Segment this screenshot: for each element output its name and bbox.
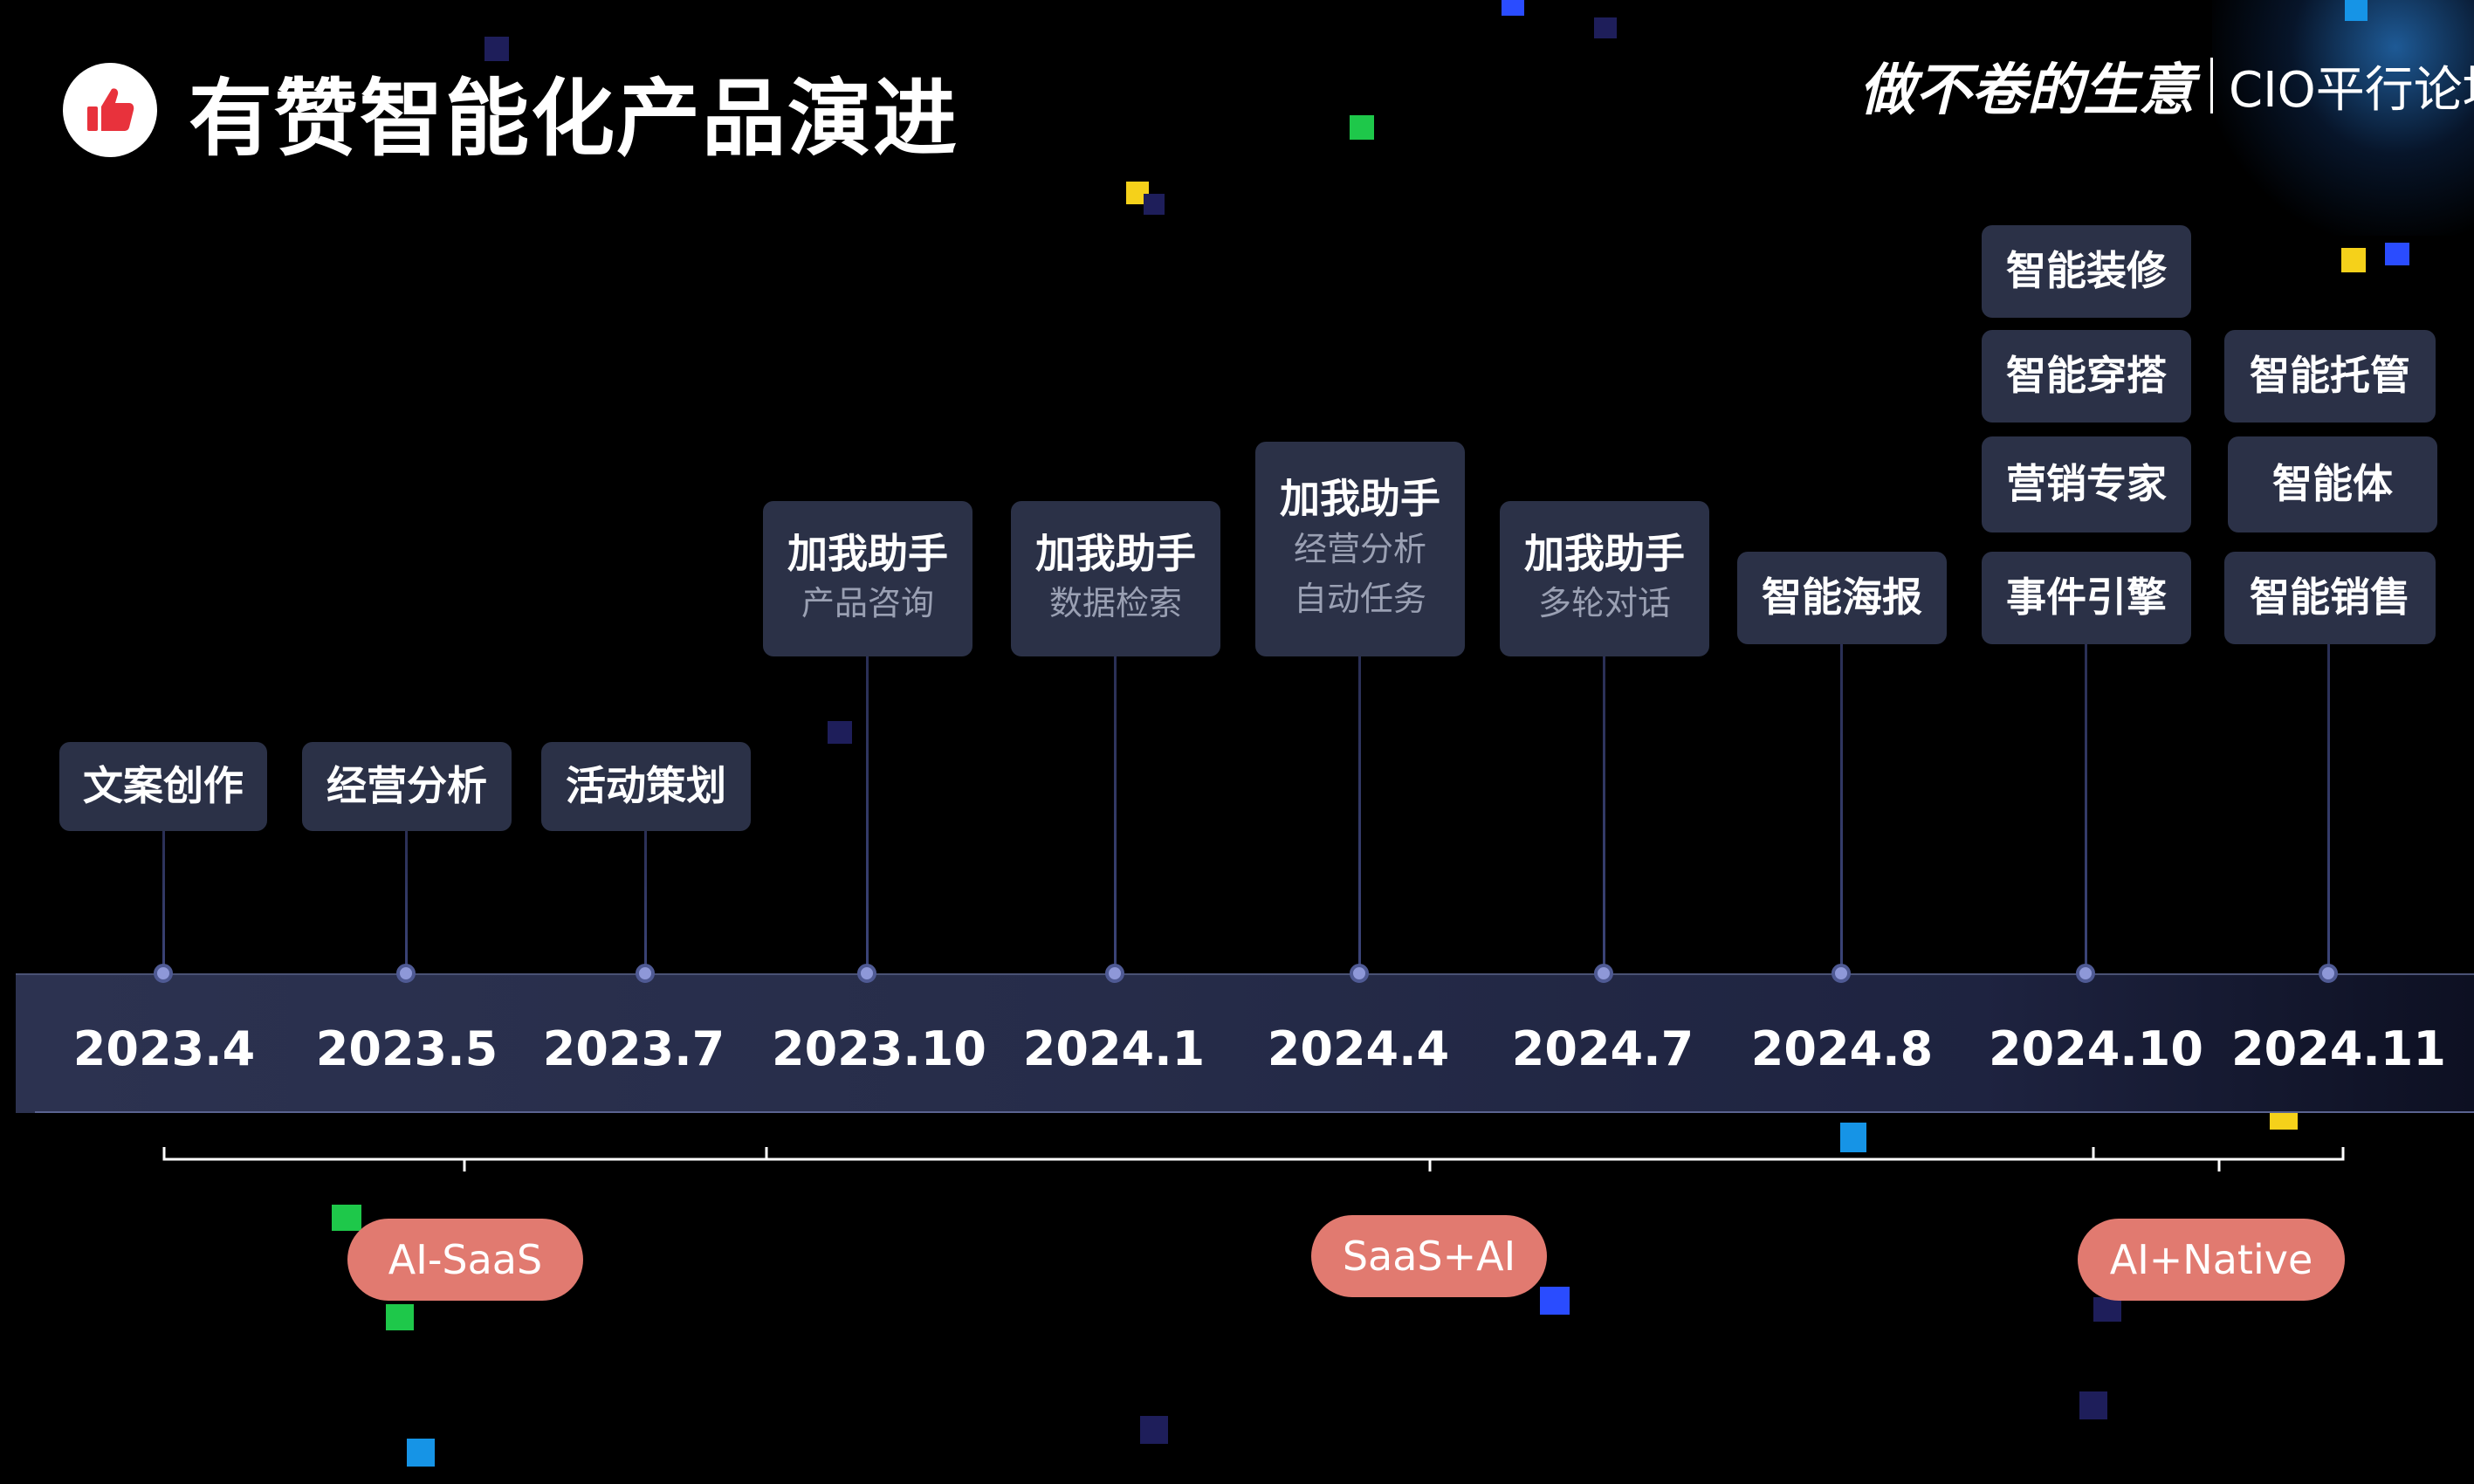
- page-title: 有赞智能化产品演进: [189, 70, 959, 168]
- card-subtitle: 数据检索: [1048, 584, 1182, 623]
- deco-square: [2341, 248, 2366, 272]
- feature-card: 加我助手 产品咨询: [763, 501, 972, 656]
- milestone-dot: [2319, 964, 2338, 983]
- deco-square: [332, 1205, 361, 1231]
- card-title: 活动策划: [566, 762, 726, 810]
- feature-card: 营销专家: [1982, 436, 2191, 532]
- milestone-stem: [1358, 656, 1361, 973]
- phase-bracket-saas-ai: [765, 1147, 2095, 1171]
- milestone-stem: [1603, 656, 1605, 973]
- milestone-dot: [154, 964, 173, 983]
- brand-main: 做不卷的生意: [1859, 58, 2195, 123]
- card-title: 加我助手: [787, 529, 948, 577]
- deco-square: [2093, 1297, 2121, 1322]
- timeline-date: 2024.1: [1022, 1021, 1206, 1076]
- feature-card: 经营分析: [302, 742, 512, 831]
- milestone-stem: [866, 656, 869, 973]
- feature-card: 活动策划: [541, 742, 751, 831]
- milestone-stem: [162, 831, 165, 973]
- deco-square: [1594, 17, 1617, 38]
- feature-card: 事件引擎: [1982, 552, 2191, 644]
- feature-card: 加我助手 经营分析 自动任务: [1255, 442, 1465, 656]
- milestone-dot: [396, 964, 416, 983]
- timeline-underline: [35, 1111, 2474, 1113]
- card-title: 营销专家: [2006, 460, 2167, 508]
- brand-sub: CIO平行论坛: [2229, 61, 2474, 119]
- deco-square: [407, 1439, 435, 1467]
- deco-square: [1144, 194, 1165, 215]
- deco-square: [386, 1304, 414, 1330]
- deco-square: [1540, 1287, 1570, 1315]
- timeline-date: 2023.10: [772, 1021, 986, 1076]
- feature-card: 文案创作: [59, 742, 267, 831]
- timeline-band: [16, 973, 2474, 1113]
- milestone-dot: [857, 964, 876, 983]
- milestone-stem: [644, 831, 647, 973]
- feature-card: 智能穿搭: [1982, 330, 2191, 423]
- timeline-date: 2024.8: [1750, 1021, 1934, 1076]
- deco-square: [484, 37, 509, 61]
- milestone-dot: [2076, 964, 2095, 983]
- feature-card: 智能装修: [1982, 225, 2191, 318]
- milestone-dot: [636, 964, 655, 983]
- card-title: 智能穿搭: [2006, 352, 2167, 400]
- deco-square: [2079, 1391, 2107, 1419]
- feature-card: 智能体: [2228, 436, 2437, 532]
- milestone-stem: [1114, 656, 1117, 973]
- phase-label: AI+Native: [2078, 1219, 2345, 1301]
- card-title: 经营分析: [326, 762, 487, 810]
- card-title: 加我助手: [1524, 529, 1685, 577]
- feature-card: 智能销售: [2224, 552, 2436, 644]
- card-title: 智能托管: [2250, 352, 2410, 400]
- card-subtitle: 多轮对话: [1537, 584, 1671, 623]
- phase-bracket-ai-saas: [162, 1147, 768, 1171]
- logo: [63, 63, 157, 157]
- card-subtitle: 经营分析: [1293, 529, 1426, 568]
- card-title: 智能装修: [2006, 247, 2167, 295]
- card-title: 加我助手: [1035, 529, 1196, 577]
- timeline-date: 2023.7: [542, 1021, 725, 1076]
- card-title: 加我助手: [1280, 475, 1440, 523]
- timeline-date: 2024.11: [2231, 1021, 2446, 1076]
- card-title: 事件引擎: [2006, 574, 2167, 622]
- milestone-stem: [405, 831, 408, 973]
- deco-square: [828, 721, 852, 744]
- card-title: 智能销售: [2250, 574, 2410, 622]
- timeline-date: 2024.4: [1267, 1021, 1450, 1076]
- timeline-date: 2024.7: [1511, 1021, 1694, 1076]
- thumbs-up-icon: [87, 88, 134, 131]
- card-title: 智能体: [2272, 460, 2393, 508]
- deco-square: [1140, 1416, 1168, 1444]
- timeline-date: 2023.4: [72, 1021, 256, 1076]
- milestone-stem: [2327, 644, 2330, 973]
- event-brand: 做不卷的生意 CIO平行论坛: [1859, 45, 2474, 126]
- card-subtitle: 自动任务: [1293, 579, 1426, 618]
- deco-square: [2345, 0, 2367, 21]
- feature-card: 加我助手 数据检索: [1011, 501, 1220, 656]
- corner-glow: [2212, 0, 2474, 236]
- timeline-date: 2023.5: [315, 1021, 498, 1076]
- feature-card: 智能托管: [2224, 330, 2436, 423]
- milestone-stem: [2085, 644, 2087, 973]
- milestone-stem: [1840, 644, 1843, 973]
- milestone-dot: [1105, 964, 1124, 983]
- milestone-dot: [1350, 964, 1369, 983]
- phase-label: SaaS+AI: [1311, 1215, 1547, 1297]
- deco-square: [2385, 243, 2409, 265]
- milestone-dot: [1594, 964, 1613, 983]
- feature-card: 加我助手 多轮对话: [1500, 501, 1709, 656]
- feature-card: 智能海报: [1737, 552, 1947, 644]
- card-title: 文案创作: [83, 762, 244, 810]
- brand-divider: [2210, 58, 2213, 113]
- deco-square: [1840, 1123, 1866, 1152]
- card-subtitle: 产品咨询: [801, 584, 934, 623]
- card-title: 智能海报: [1762, 574, 1922, 622]
- phase-bracket-ai-native: [2092, 1147, 2345, 1171]
- milestone-dot: [1831, 964, 1851, 983]
- timeline-date: 2024.10: [1989, 1021, 2203, 1076]
- deco-square: [1350, 115, 1374, 140]
- deco-square: [1502, 0, 1524, 16]
- phase-label: AI-SaaS: [347, 1219, 583, 1301]
